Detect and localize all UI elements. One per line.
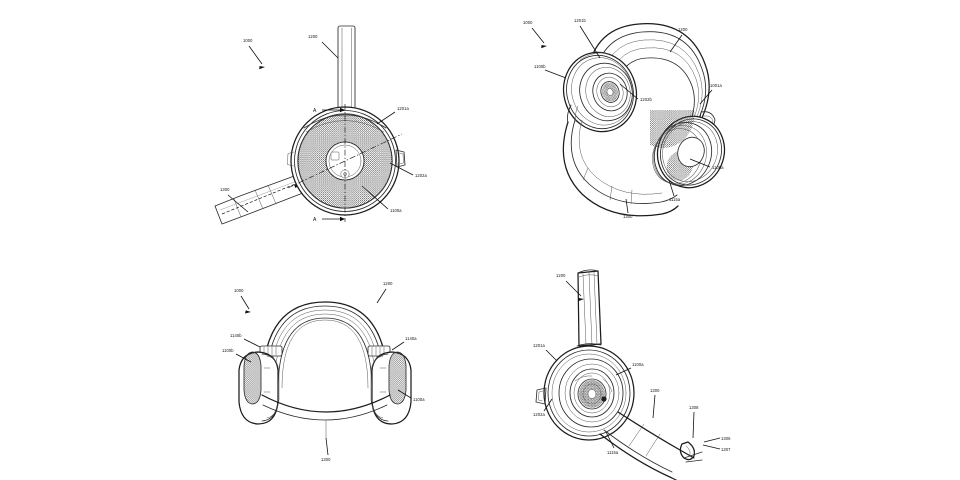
ref-label-1200: 1200 bbox=[556, 273, 566, 278]
ref-label-1140a: 1140a bbox=[405, 336, 417, 341]
headband-slider-arm-shape bbox=[337, 25, 356, 115]
ref-label-1001a: 1001a bbox=[710, 83, 723, 88]
headband-left-taper bbox=[567, 104, 579, 124]
ref-label-1200: 1200 bbox=[308, 34, 318, 39]
ref-label-1200: 1200 bbox=[383, 281, 393, 286]
earcup-left-assembly bbox=[562, 51, 638, 133]
ref-label-1300: 1300 bbox=[623, 214, 633, 219]
reference-numerals: 1000 1201b 1200 1100b 1202b 1001a 1100a … bbox=[523, 18, 724, 219]
ref-label-1200: 1200 bbox=[678, 27, 688, 32]
ref-label-1000: 1000 bbox=[234, 288, 244, 293]
earcup-right bbox=[370, 351, 412, 425]
headband-slider-arm-shape bbox=[576, 269, 602, 347]
headband-strap-lower bbox=[261, 394, 391, 439]
ref-label-1000: 1000 bbox=[243, 38, 253, 43]
section-marker-a-top: A bbox=[313, 108, 317, 114]
ref-label-1115a: 1115a bbox=[607, 450, 619, 455]
ref-label-1100a: 1100a bbox=[413, 397, 425, 402]
ref-label-1100a: 1100a bbox=[632, 362, 644, 367]
ref-label-1100a: 1100a bbox=[390, 208, 402, 213]
ref-label-1202a: 1202a bbox=[533, 412, 546, 417]
reference-numerals: 1000 1200 1201a 1202a 1100a 1300 bbox=[220, 34, 428, 213]
ref-label-1202a: 1202a bbox=[415, 173, 428, 178]
ref-label-1300: 1300 bbox=[650, 388, 660, 393]
reference-numerals: 1200 1201a 1202a 1100a 1115a 1300 1308 1… bbox=[533, 273, 731, 455]
figure-panel-perspective: 1000 1201b 1200 1100b 1202b 1001a 1100a … bbox=[480, 0, 960, 240]
ref-label-1140b: 1140b bbox=[230, 333, 242, 338]
ref-label-1000: 1000 bbox=[523, 20, 533, 25]
section-line-a-a: A A bbox=[287, 104, 403, 223]
earcup-left bbox=[238, 351, 280, 425]
ref-label-1308: 1308 bbox=[689, 405, 699, 410]
earcup-right-center bbox=[677, 136, 705, 168]
figure-panel-exploded-side: 1200 1201a 1202a 1100a 1115a 1300 1308 1… bbox=[480, 240, 960, 480]
ref-label-1300: 1300 bbox=[321, 457, 331, 462]
ref-label-1201a: 1201a bbox=[533, 343, 546, 348]
ref-label-1201b: 1201b bbox=[574, 18, 587, 23]
ref-label-1306: 1306 bbox=[721, 436, 731, 441]
section-marker-a-bottom: A bbox=[313, 217, 317, 223]
ref-label-1201a: 1201a bbox=[397, 106, 410, 111]
ref-label-1202b: 1202b bbox=[640, 97, 653, 102]
headband-slider-ends bbox=[259, 345, 391, 357]
figure-panel-side-elevation: A A 1000 1200 1201a 1202a 1100a 1300 bbox=[0, 0, 480, 240]
ref-label-1100b: 1100b bbox=[534, 64, 546, 69]
figure-panel-front-elevation: 1000 1200 1140b 1100b 1140a 1100a 1300 bbox=[0, 240, 480, 480]
ref-label-1300: 1300 bbox=[220, 187, 230, 192]
headband-strap-detached bbox=[599, 411, 703, 480]
ref-label-1100b: 1100b bbox=[222, 348, 234, 353]
ref-label-1115a: 1115a bbox=[669, 197, 681, 202]
driver-assembly bbox=[569, 368, 615, 418]
reference-numerals: 1000 1200 1140b 1100b 1140a 1100a 1300 bbox=[222, 281, 425, 462]
ref-label-1100a: 1100a bbox=[712, 165, 724, 170]
ref-label-1307: 1307 bbox=[721, 447, 731, 452]
headband-strap-lower bbox=[562, 119, 679, 217]
